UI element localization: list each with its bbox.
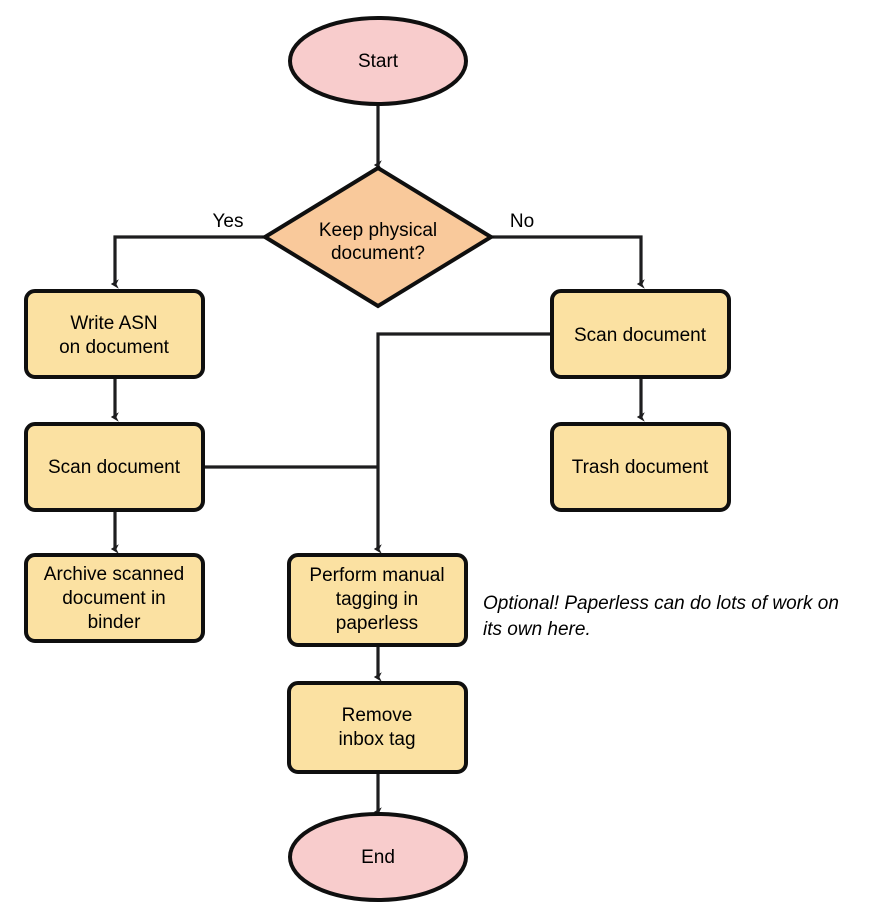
remove-inbox-box-shape: [287, 681, 468, 774]
write-asn-label-line2: on document: [59, 337, 170, 358]
node-remove-inbox-tag[interactable]: Remove inbox tag: [287, 681, 468, 774]
annotation-optional-note: Optional! Paperless can do lots of work …: [483, 593, 839, 640]
edge-label-yes: Yes: [213, 211, 244, 232]
optional-note-line2: its own here.: [483, 619, 591, 640]
end-label: End: [361, 847, 395, 868]
tagging-label-line2: tagging in: [336, 589, 418, 610]
write-asn-box-shape: [24, 289, 205, 379]
scan-document-right-label: Scan document: [574, 325, 707, 346]
edge-label-no: No: [510, 211, 534, 232]
connector-scan-right-to-tagging: [373, 332, 552, 554]
decision-diamond-shape: [261, 165, 495, 309]
scan-document-left-box-shape: [24, 422, 205, 512]
node-decision-keep-physical-document[interactable]: Keep physical document?: [261, 165, 495, 309]
archive-label-line3: binder: [88, 612, 141, 633]
scan-document-right-box-shape: [550, 289, 731, 379]
decision-label-line1: Keep physical: [319, 220, 437, 241]
connector-decision-yes-to-write-asn: [110, 235, 265, 289]
decision-label-line2: document?: [331, 243, 425, 264]
node-trash-document[interactable]: Trash document: [550, 422, 731, 512]
node-archive-scanned-document-in-binder[interactable]: Archive scanned document in binder: [24, 553, 205, 643]
optional-note-line1: Optional! Paperless can do lots of work …: [483, 593, 839, 614]
node-scan-document-left[interactable]: Scan document: [24, 422, 205, 512]
tagging-box-shape: [287, 553, 468, 647]
remove-inbox-label-line1: Remove: [342, 705, 413, 726]
tagging-label-line1: Perform manual: [309, 565, 444, 586]
node-end[interactable]: End: [288, 812, 468, 902]
archive-label-line2: document in: [62, 588, 166, 609]
write-asn-label-line1: Write ASN: [70, 313, 157, 334]
connector-decision-no-to-scan-right: [491, 235, 645, 289]
node-start[interactable]: Start: [288, 16, 468, 106]
trash-document-box-shape: [550, 422, 731, 512]
trash-document-label: Trash document: [572, 457, 709, 478]
archive-label-line1: Archive scanned: [44, 564, 184, 585]
end-ellipse-shape: [288, 812, 468, 902]
remove-inbox-label-line2: inbox tag: [338, 729, 415, 750]
tagging-label-line3: paperless: [336, 613, 418, 634]
scan-document-left-label: Scan document: [48, 457, 181, 478]
node-write-asn-on-document[interactable]: Write ASN on document: [24, 289, 205, 379]
start-ellipse-shape: [288, 16, 468, 106]
node-scan-document-right[interactable]: Scan document: [550, 289, 731, 379]
node-perform-manual-tagging[interactable]: Perform manual tagging in paperless: [287, 553, 468, 647]
start-label: Start: [358, 51, 399, 72]
archive-box-shape: [24, 553, 205, 643]
